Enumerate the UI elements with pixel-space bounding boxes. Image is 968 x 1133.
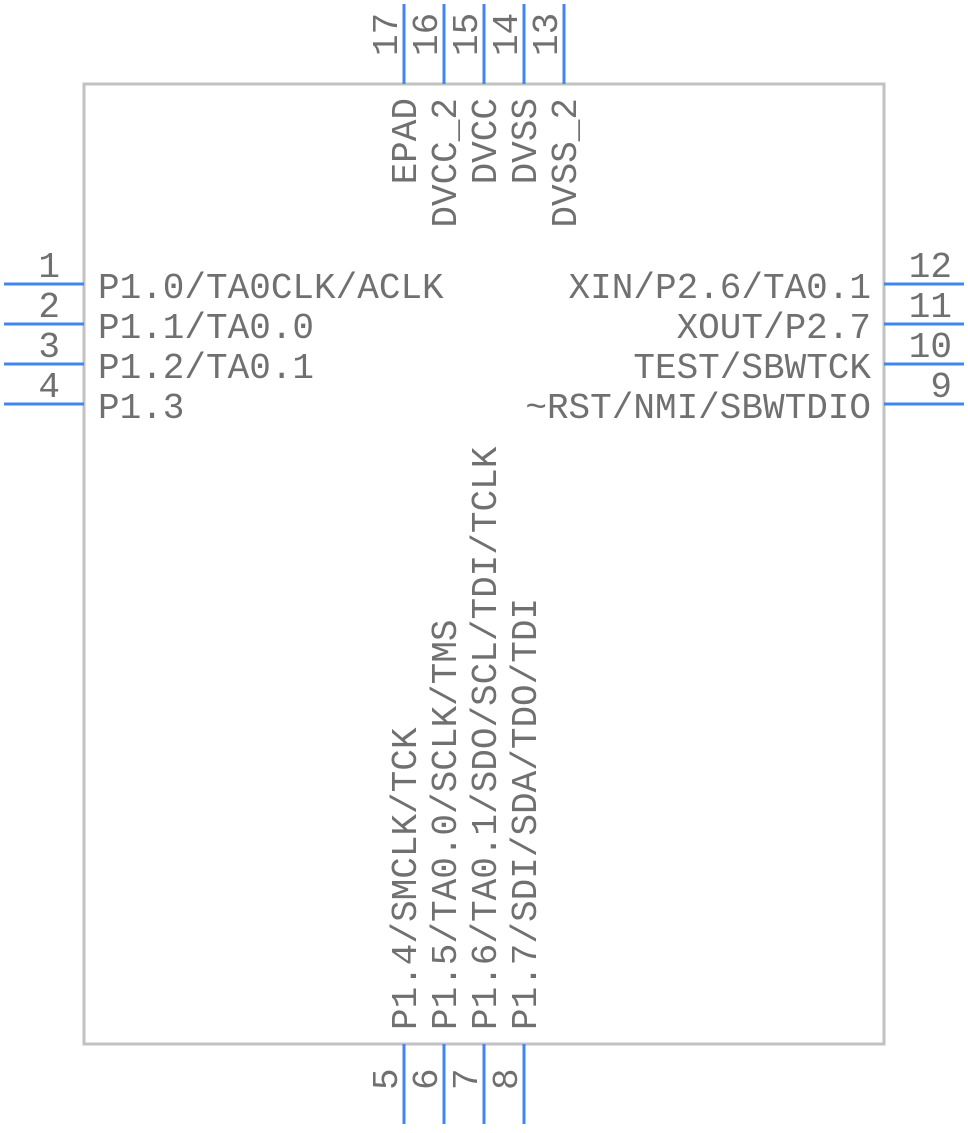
pin-label-9: ~RST/NMI/SBWTDIO [525,388,871,429]
pin-number-17: 17 [367,13,408,56]
pin-label-6: P1.5/TA0.0/SCLK/TMS [426,620,467,1030]
pin-number-15: 15 [447,13,488,56]
pin-number-5: 5 [367,1068,408,1090]
pin-number-8: 8 [487,1068,528,1090]
pin-label-16: DVCC_2 [426,98,467,228]
pin-label-17: EPAD [386,98,427,184]
pin-label-10: TEST/SBWTCK [633,348,871,389]
pin-number-6: 6 [407,1068,448,1090]
pin-label-12: XIN/P2.6/TA0.1 [569,268,871,309]
pin-number-11: 11 [909,287,952,328]
pin-number-2: 2 [38,287,60,328]
pin-label-3: P1.2/TA0.1 [98,348,314,389]
pin-number-13: 13 [527,13,568,56]
pin-label-5: P1.4/SMCLK/TCK [386,727,427,1030]
pin-label-15: DVCC [466,98,507,184]
pin-label-7: P1.6/TA0.1/SDO/SCL/TDI/TCLK [466,446,507,1030]
pin-number-4: 4 [38,367,60,408]
pin-label-11: XOUT/P2.7 [677,308,871,349]
pin-label-1: P1.0/TA0CLK/ACLK [98,268,444,309]
pin-label-13: DVSS_2 [546,98,587,228]
pin-number-12: 12 [909,247,952,288]
pin-number-3: 3 [38,327,60,368]
pin-number-7: 7 [447,1068,488,1090]
pin-number-9: 9 [930,367,952,408]
pin-label-8: P1.7/SDI/SDA/TDO/TDI [506,598,547,1030]
pin-number-1: 1 [38,247,60,288]
pin-number-16: 16 [407,13,448,56]
pin-label-14: DVSS [506,98,547,184]
pin-label-2: P1.1/TA0.0 [98,308,314,349]
pin-number-10: 10 [909,327,952,368]
pin-number-14: 14 [487,13,528,56]
pin-label-4: P1.3 [98,388,184,429]
